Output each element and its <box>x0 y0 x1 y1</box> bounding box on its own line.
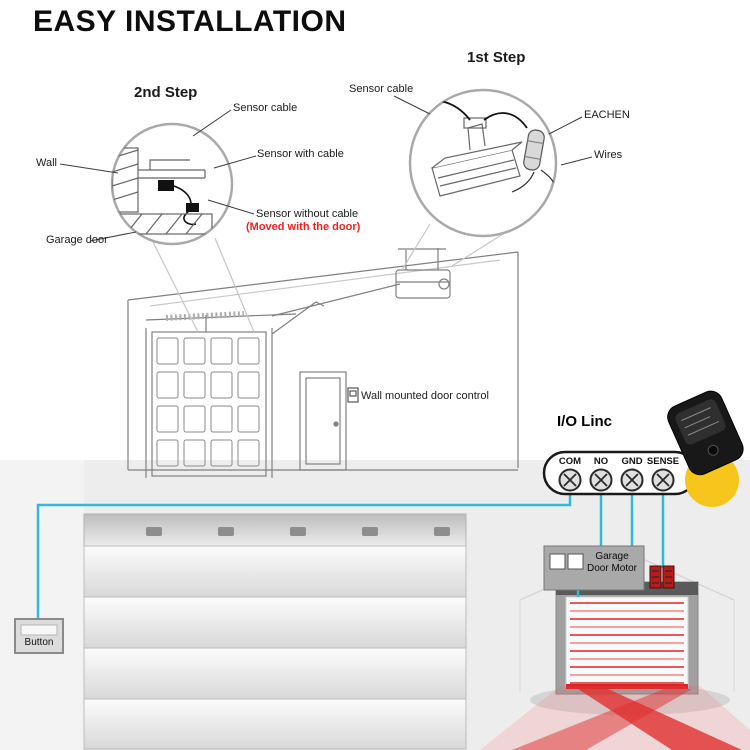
wire-com <box>36 493 572 620</box>
step2-label: 2nd Step <box>134 84 198 101</box>
terminal-block <box>542 450 698 496</box>
step2-sensor-cable-label: Sensor cable <box>233 102 298 114</box>
mini-door-sensor-beams <box>480 581 750 750</box>
terminal-com-label: COM <box>558 456 582 467</box>
terminal-gnd-label: GND <box>621 456 643 467</box>
sensor-without-cable-label: Sensor without cable <box>256 208 359 220</box>
io-linc-label: I/O Linc <box>557 413 613 430</box>
wall-mounted-control-label: Wall mounted door control <box>361 390 489 402</box>
button-label: Button <box>24 637 54 648</box>
zoom-lines <box>151 216 531 333</box>
smart-switch-device <box>667 390 744 476</box>
step1-inset-circle <box>408 88 558 238</box>
terminal-no-label: NO <box>593 456 609 467</box>
step1-sensor-cable-label: Sensor cable <box>349 83 414 95</box>
garage-interior-sketch <box>127 248 519 478</box>
step1-label: 1st Step <box>467 49 526 66</box>
garage-door-motor-label: Garage Door Motor <box>586 551 637 574</box>
wires-label: Wires <box>594 149 623 161</box>
garage-door-photo <box>83 513 467 750</box>
sensor-connector <box>649 565 675 589</box>
moved-with-door-note: (Moved with the door) <box>246 221 361 233</box>
garage-door-label: Garage door <box>46 234 108 246</box>
button-box <box>14 618 64 654</box>
terminal-sense-label: SENSE <box>646 456 680 467</box>
sensor-with-cable-label: Sensor with cable <box>257 148 344 160</box>
leader-lines <box>59 95 593 242</box>
page-title: EASY INSTALLATION <box>33 5 347 38</box>
wall-label: Wall <box>36 157 57 169</box>
step2-inset-circle <box>110 122 234 246</box>
wiring-runs <box>36 493 665 620</box>
garage-door-motor-box <box>543 545 645 591</box>
eachen-label: EACHEN <box>584 109 630 121</box>
